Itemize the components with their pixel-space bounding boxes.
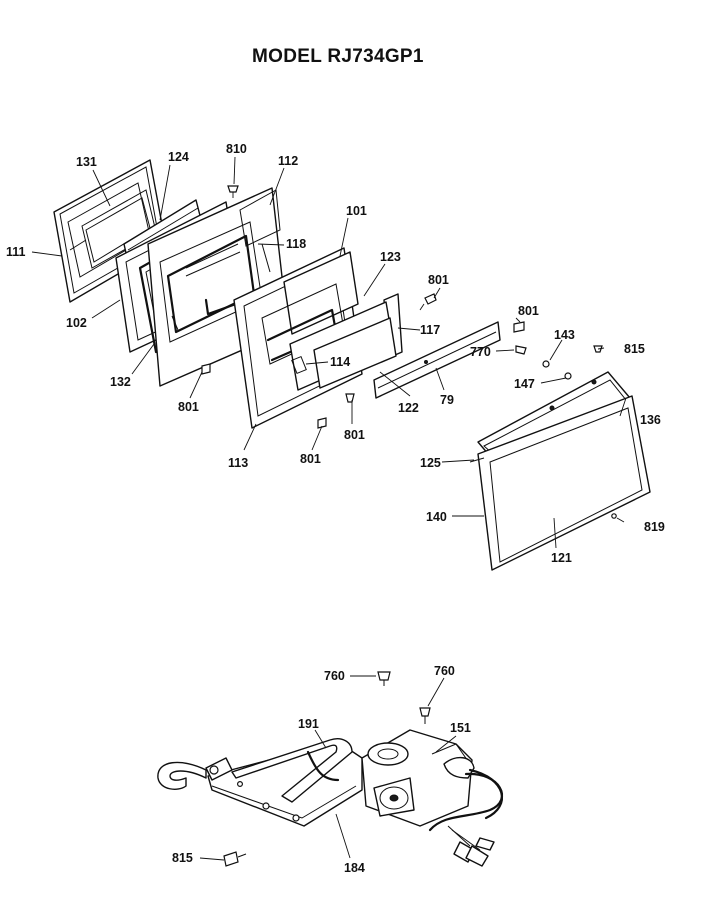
callout-101: 101 — [346, 204, 367, 218]
callout-124: 124 — [168, 150, 189, 164]
callout-121: 121 — [551, 551, 572, 565]
screw-801-right — [513, 321, 525, 333]
callout-815-lower: 815 — [172, 851, 193, 865]
callout-117: 117 — [420, 323, 440, 337]
screw-801-left — [201, 363, 211, 375]
callout-111: 111 — [6, 245, 26, 259]
callout-760-right: 760 — [434, 664, 455, 678]
callout-815-upper: 815 — [624, 342, 645, 356]
clip-819 — [611, 513, 617, 519]
part-112-liner — [239, 189, 281, 273]
callout-122: 122 — [398, 401, 419, 415]
callout-113: 113 — [228, 456, 248, 470]
screw-760-right — [419, 707, 431, 724]
callout-131: 131 — [76, 155, 97, 169]
screw-760-left — [377, 671, 391, 686]
callout-132: 132 — [110, 375, 131, 389]
screw-815-lower — [223, 851, 247, 867]
callout-136: 136 — [640, 413, 661, 427]
callout-114: 114 — [330, 355, 350, 369]
screw-801-lower — [345, 393, 355, 403]
callout-123: 123 — [380, 250, 401, 264]
callout-147: 147 — [514, 377, 535, 391]
callout-79: 79 — [440, 393, 454, 407]
part-151-motor — [361, 729, 475, 827]
model-title: MODEL RJ734GP1 — [252, 46, 424, 67]
screw-810 — [227, 185, 239, 198]
wiring-harness — [428, 768, 504, 867]
callout-125: 125 — [420, 456, 441, 470]
callout-801-mid: 801 — [300, 452, 321, 466]
callout-184: 184 — [344, 861, 365, 875]
part-114-vent-panel — [289, 301, 397, 391]
callout-801-lower: 801 — [344, 428, 365, 442]
callout-118: 118 — [286, 237, 306, 251]
part-hook — [157, 757, 233, 790]
callout-770: 770 — [470, 345, 491, 359]
part-79-vent-bar — [373, 321, 501, 399]
clip-143 — [542, 360, 550, 368]
callout-760-left: 760 — [324, 669, 345, 683]
callout-801-right: 801 — [518, 304, 539, 318]
callout-801-left: 801 — [178, 400, 199, 414]
callout-810: 810 — [226, 142, 247, 156]
callout-151: 151 — [450, 721, 471, 735]
part-191-lever-arm — [231, 738, 353, 803]
callout-143: 143 — [554, 328, 575, 342]
screw-147 — [564, 372, 572, 380]
part-140-glass-panel — [469, 395, 651, 571]
callout-112: 112 — [278, 154, 298, 168]
callout-819: 819 — [644, 520, 665, 534]
callout-801-upper: 801 — [428, 273, 449, 287]
screw-801-mid — [317, 417, 327, 429]
leader-lines — [31, 156, 627, 861]
callout-191: 191 — [298, 717, 319, 731]
callout-140: 140 — [426, 510, 447, 524]
screw-770 — [515, 345, 527, 355]
screw-801-upper-right — [419, 293, 437, 311]
callout-102: 102 — [66, 316, 87, 330]
